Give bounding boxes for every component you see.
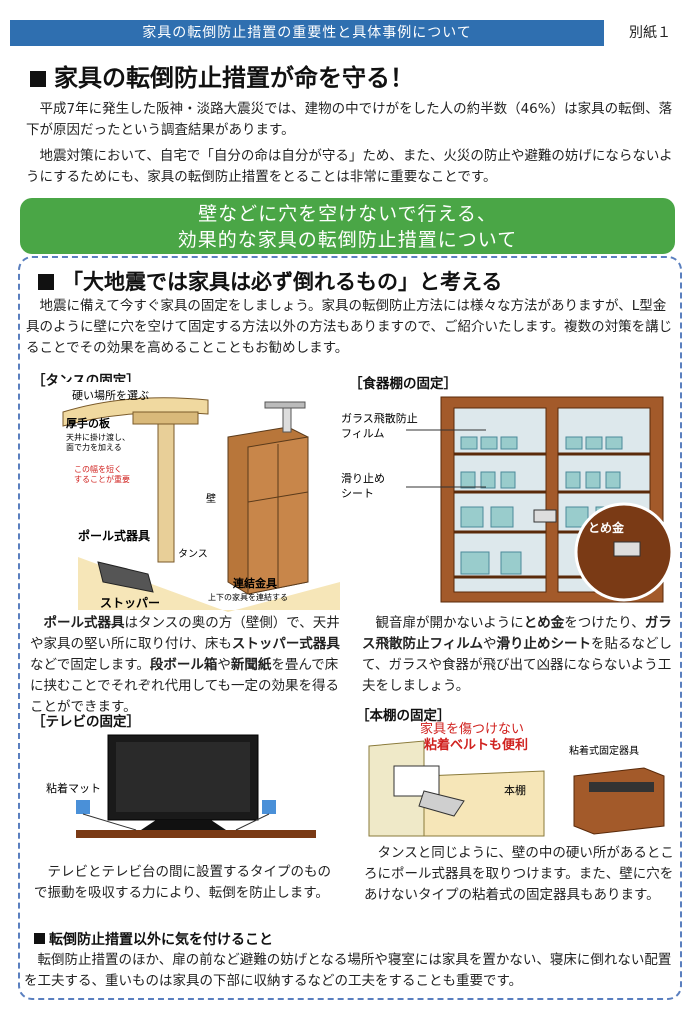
- header-title-bar: 家具の転倒防止措置の重要性と具体事例について: [10, 20, 604, 46]
- mat-left-icon: [76, 800, 90, 814]
- fig-wall: 壁: [206, 492, 216, 505]
- fig-board-note1: 天井に掛け渡し、: [66, 432, 130, 442]
- fig-tansu: タンス: [178, 548, 208, 560]
- mat-right-icon: [262, 800, 276, 814]
- tansu-illustration: 硬い場所を選ぶ 厚手の板 天井に掛け渡し、 面で力を加える この幅を短く するこ…: [58, 382, 340, 614]
- fig-stopper: ストッパー: [100, 596, 160, 610]
- fig-film2: フィルム: [341, 427, 385, 440]
- tv-stand-shape: [76, 830, 316, 838]
- fig-mat: 粘着マット: [46, 781, 101, 795]
- tansu-b2: ストッパー式器具: [231, 636, 340, 652]
- section1-heading-text: 家具の転倒防止措置が命を守る！: [54, 64, 414, 92]
- fig-pole: ポール式器具: [78, 528, 150, 543]
- annex-label: 別紙１: [629, 25, 671, 41]
- pole-fixture-shape: [157, 411, 175, 563]
- shokki-b3: 滑り止めシート: [496, 636, 591, 652]
- section1-heading: 家具の転倒防止措置が命を守る！: [30, 58, 414, 93]
- tv-label: ［テレビの固定］: [32, 714, 140, 730]
- banner-line1: 壁などに穴を空けないで行える、: [198, 203, 497, 225]
- fig-adhesive: 粘着式固定器具: [569, 744, 639, 757]
- hondana-label: ［本棚の固定］: [356, 708, 451, 724]
- tansu-b1: ポール式器具: [43, 615, 125, 631]
- methods-box: [18, 256, 682, 1000]
- tv-illustration: 粘着マット: [46, 734, 316, 838]
- hondana-body: タンスと同じように、壁の中の硬い所があるところにポール式器具を取りつけます。また…: [364, 845, 674, 903]
- banner-line2: 効果的な家具の転倒防止措置について: [177, 229, 518, 251]
- tv-body: テレビとテレビ台の間に設置するタイプのもので振動を吸収する力により、転倒を防止し…: [34, 864, 331, 901]
- shelf-shape: [423, 770, 545, 837]
- other-para: 転倒防止措置のほか、扉の前など避難の妨げとなる場所や寝室には家具を置かない、寝床…: [24, 952, 672, 989]
- shokki-b1: とめ金: [523, 615, 565, 631]
- fig-sheet2: シート: [341, 487, 374, 500]
- fig-shelf: 本棚: [504, 783, 526, 797]
- section2-heading: 「大地震では家具は必ず倒れるもの」と考える: [38, 266, 502, 296]
- shokki-t3: を貼るなどして、ガラスや食器が飛び出て凶器にならないよう工夫をしましょう。: [362, 636, 672, 694]
- tansu-b3: 段ボール箱: [149, 657, 218, 673]
- shokki-t1: をつけたり、: [564, 615, 645, 631]
- square-bullet-icon: [34, 933, 45, 944]
- fig-link: 連結金具: [233, 576, 277, 590]
- fig-belt1: 家具を傷つけない: [420, 721, 524, 737]
- tansu-t2: などで固定します。: [30, 657, 150, 673]
- section1-para1: 平成7年に発生した阪神・淡路大震災では、建物の中でけがをした人の約半数（46%）…: [26, 101, 673, 138]
- square-bullet-icon: [38, 274, 54, 290]
- tansu-t1: はタンスの奥の方（壁側）で、天井や家具の堅い所に取り付け、床も: [30, 615, 340, 652]
- tansu-t4: を畳んで床に挟むことでそれぞれ代用しても一定の効果を得ることができます。: [30, 657, 340, 715]
- tansu-t3: や: [217, 657, 231, 673]
- tansu-b4: 新聞紙: [230, 657, 272, 673]
- fig-film1: ガラス飛散防止: [341, 411, 418, 425]
- section2-heading-text: 「大地震では家具は必ず倒れるもの」と考える: [62, 270, 503, 294]
- shokki-t2: や: [482, 636, 497, 652]
- section2-para: 地震に備えて今すぐ家具の固定をしましょう。家具の転倒防止方法には様々な方法があり…: [26, 298, 673, 356]
- cupboard-illustration: ガラス飛散防止 フィルム 滑り止め シート とめ金: [341, 396, 674, 603]
- shokki-label: ［食器棚の固定］: [349, 376, 457, 392]
- fig-hard: 硬い場所を選ぶ: [72, 389, 149, 402]
- adhesive-fixture-shape: [573, 767, 665, 835]
- latch-icon: [613, 541, 641, 557]
- tansu-body: ポール式器具はタンスの奥の方（壁側）で、天井や家具の堅い所に取り付け、床もストッ…: [30, 613, 350, 718]
- green-banner: 壁などに穴を空けないで行える、 効果的な家具の転倒防止措置について: [20, 198, 675, 254]
- other-heading: 転倒防止措置以外に気を付けること: [34, 929, 273, 949]
- bookshelf-illustration: 家具を傷つけない 粘着ベルトも便利 本棚 粘着式固定器具: [368, 721, 665, 837]
- fig-board: 厚手の板: [66, 416, 111, 430]
- fig-link-note: 上下の家具を連結する: [208, 592, 288, 602]
- fig-sheet1: 滑り止め: [341, 472, 385, 485]
- floor-shape: [78, 557, 340, 612]
- fig-gap2: することが重要: [74, 474, 130, 484]
- section1-para2: 地震対策において、自宅で「自分の命は自分が守る」ため、また、火災の防止や避難の妨…: [26, 148, 673, 185]
- fig-latch: とめ金: [588, 520, 625, 535]
- stopper-shape: [97, 561, 154, 593]
- other-heading-text: 転倒防止措置以外に気を付けること: [49, 932, 273, 948]
- fig-board-note2: 面で力を加える: [66, 442, 122, 452]
- square-bullet-icon: [30, 71, 46, 87]
- shokki-t0: 観音扉が開かないように: [375, 615, 524, 631]
- shokki-b2: ガラス飛散防止フィルム: [362, 615, 672, 652]
- shokki-body: 観音扉が開かないようにとめ金をつけたり、ガラス飛散防止フィルムや滑り止めシートを…: [362, 613, 682, 697]
- fig-gap1: この幅を短く: [74, 464, 122, 474]
- fig-belt2: 粘着ベルトも便利: [423, 737, 528, 753]
